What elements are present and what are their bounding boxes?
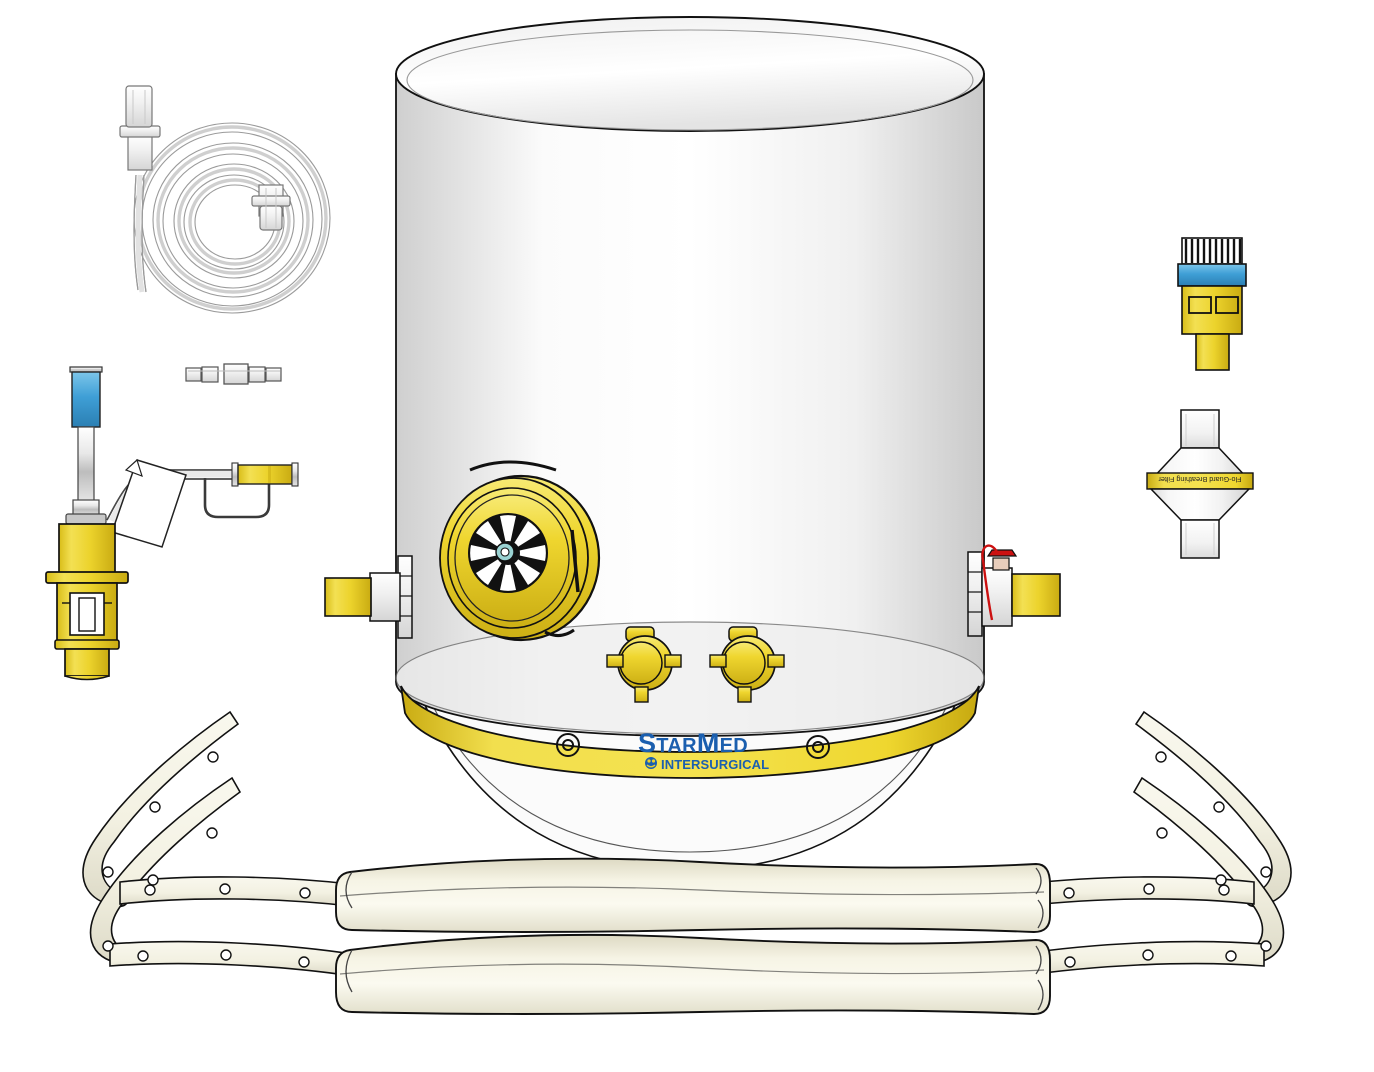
brand-ed: ED	[720, 735, 748, 757]
peep-valve-assembly	[45, 366, 299, 681]
hood-neck-collar	[400, 685, 980, 779]
filter-label-band: Flo-Guard Breathing Filter	[1146, 472, 1254, 490]
check-valve-blue-collar	[1177, 263, 1247, 287]
brand-tar: TAR	[656, 735, 697, 757]
brand-m-cap: M	[697, 728, 720, 758]
identification-tag	[111, 458, 187, 548]
collar-ring-anchor-right	[806, 735, 830, 759]
breathing-filter-component: Flo-Guard Breathing Filter	[1146, 409, 1254, 559]
hood-accessory-port-right	[709, 626, 785, 703]
pressure-line-connector-top	[119, 85, 161, 171]
parent-brand-text: INTERSURGICAL	[661, 757, 769, 772]
filter-label-text: Flo-Guard Breathing Filter	[1158, 475, 1242, 484]
pressure-line-connector-inner	[251, 184, 291, 231]
peep-valve-grip-handle	[203, 462, 299, 519]
svg-text:STARMED: STARMED	[638, 728, 748, 758]
barbed-connector-component	[185, 363, 282, 385]
pressure-line-component	[119, 85, 331, 314]
hood-left-gas-inlet	[324, 555, 413, 639]
peep-valve-body	[45, 523, 129, 681]
cushion-bolster-lower	[335, 933, 1051, 1015]
cpap-hood	[324, 16, 1061, 871]
red-anti-suffocation-valve	[981, 544, 1018, 621]
cushion-bolster-upper	[335, 857, 1051, 933]
peep-valve-shaft	[77, 426, 95, 503]
brand-star-cap: S	[638, 728, 656, 758]
access-port-spoke-hub	[468, 513, 548, 593]
hood-top-rim	[395, 16, 985, 132]
collar-branding: STARMED INTERSURGICAL	[638, 728, 769, 772]
peep-valve-blue-stem	[69, 366, 103, 428]
check-valve-body	[1181, 285, 1243, 335]
armpit-harness	[82, 710, 1292, 1015]
collar-ring-anchor-left	[556, 733, 580, 757]
strap-adjustment-holes	[102, 751, 1272, 968]
hood-accessory-port-left	[606, 626, 682, 703]
check-valve-outlet-stem	[1195, 333, 1230, 371]
check-valve-component	[1177, 237, 1247, 371]
check-valve-ribbed-cap	[1181, 237, 1243, 265]
hood-right-gas-outlet	[967, 544, 1061, 637]
hood-front-access-port	[439, 460, 601, 642]
